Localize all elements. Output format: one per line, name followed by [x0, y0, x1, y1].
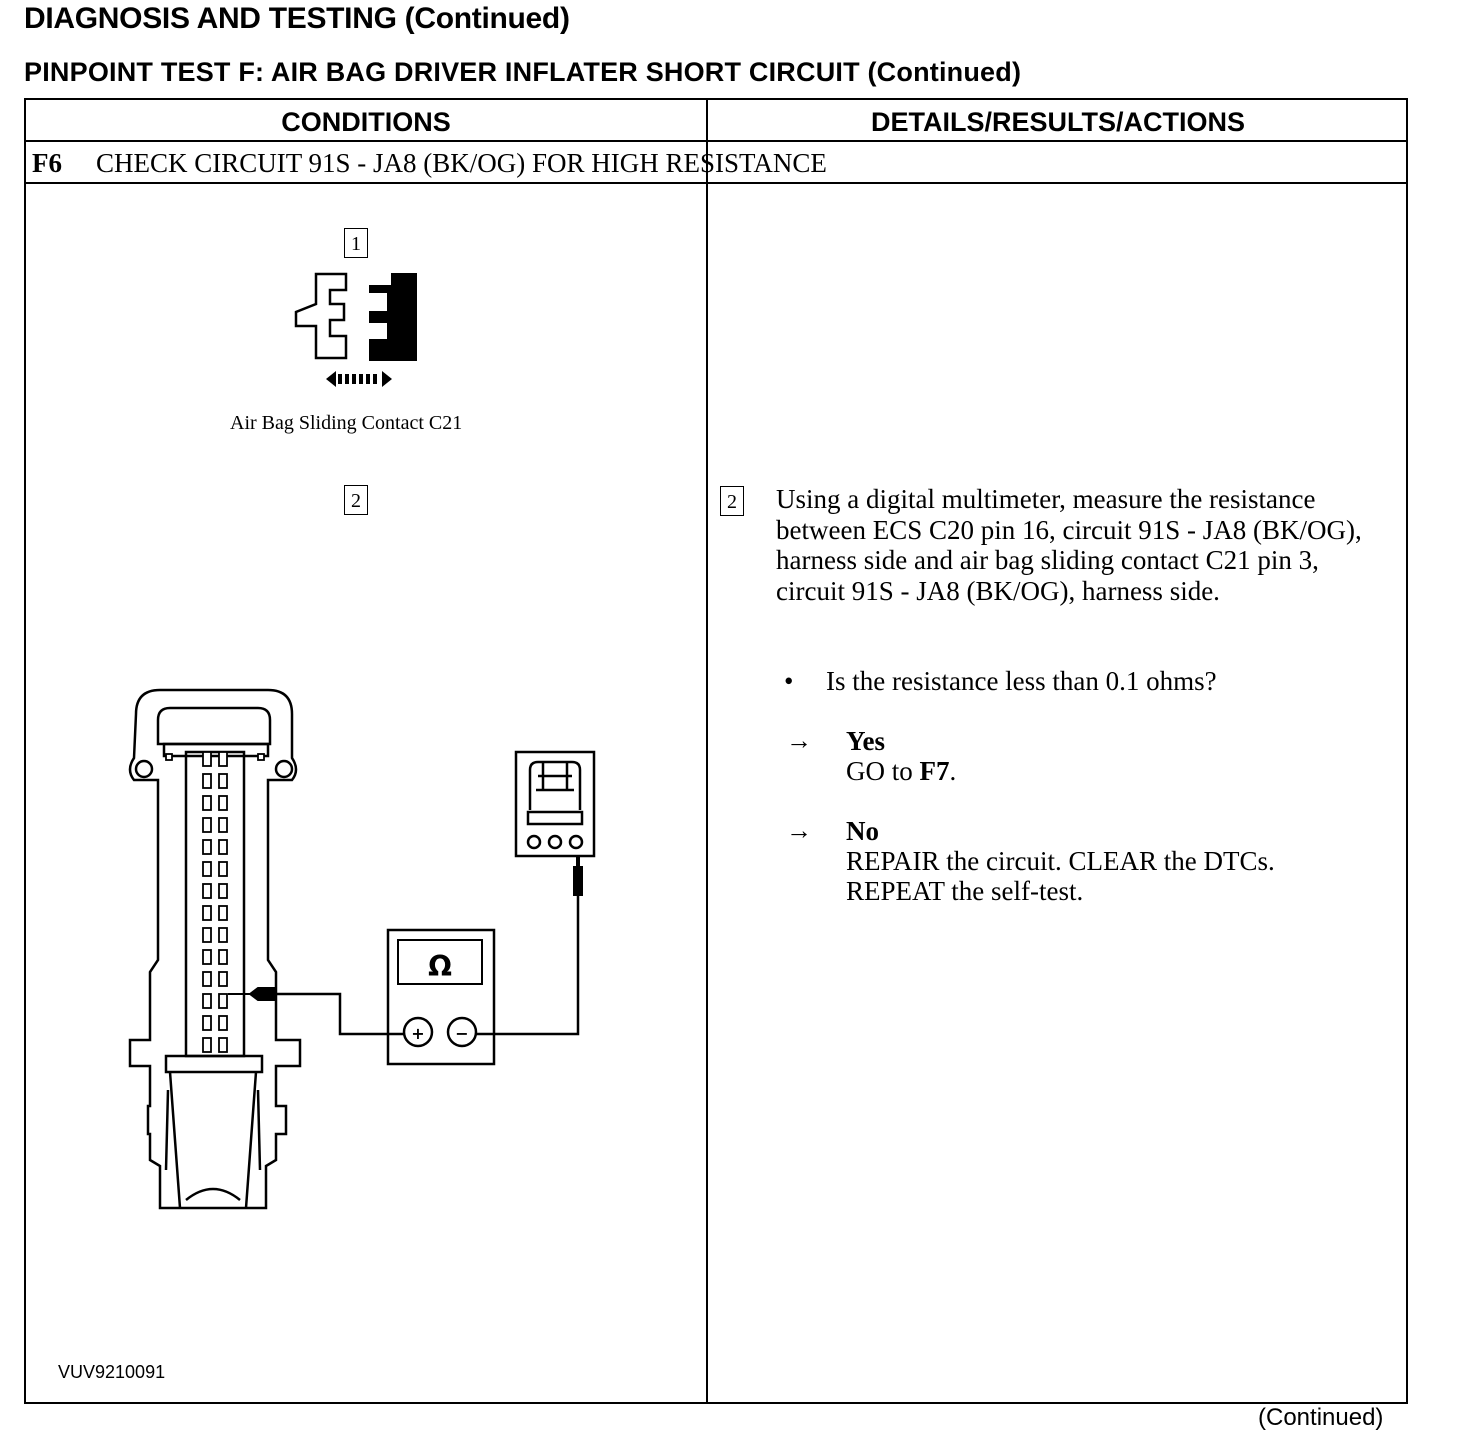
ecs-c20-connector-icon [128, 688, 302, 1210]
step-1-caption: Air Bag Sliding Contact C21 [230, 412, 463, 434]
instruction-text: Using a digital multimeter, measure the … [776, 484, 1362, 606]
question-line: • Is the resistance less than 0.1 ohms? [784, 666, 1217, 696]
column-divider [706, 100, 708, 1402]
details-step-2-box: 2 [720, 486, 744, 516]
no-action-line-2: REPEAT the self-test. [846, 876, 1084, 906]
conditions-column-header: CONDITIONS [281, 107, 451, 137]
bullet: • [784, 666, 794, 696]
yes-action-target: F7 [919, 756, 950, 786]
step-title: CHECK CIRCUIT 91S - JA8 (BK/OG) FOR HIGH… [96, 148, 827, 178]
continued-footer: (Continued) [1258, 1404, 1384, 1431]
yes-action-suffix: . [949, 756, 957, 786]
step-2-box: 2 [344, 485, 368, 515]
question-text: Is the resistance less than 0.1 ohms? [826, 666, 1217, 696]
no-label: No [846, 816, 879, 846]
yes-label: Yes [846, 726, 885, 756]
no-action-line-1: REPAIR the circuit. CLEAR the DTCs. [846, 846, 1275, 876]
yes-action: GO to F7. [846, 756, 956, 786]
yes-arrow-icon: → [786, 726, 812, 755]
connector-pin-grid [165, 751, 265, 1053]
test-leads [276, 896, 580, 1036]
figure-code: VUV9210091 [58, 1362, 166, 1382]
step-title-row: F6 CHECK CIRCUIT 91S - JA8 (BK/OG) FOR HI… [32, 146, 827, 180]
test-subtitle: PINPOINT TEST F: AIR BAG DRIVER INFLATER… [24, 57, 1022, 87]
meter-minus-label: − [455, 1024, 468, 1043]
test-probe-icon [228, 987, 277, 1001]
step-divider [26, 182, 1406, 184]
lead-plug-icon [573, 848, 583, 896]
ohm-symbol: Ω [428, 950, 452, 983]
step-1-box: 1 [344, 228, 368, 258]
digital-multimeter-icon [386, 928, 496, 1066]
sliding-contact-c21-icon [514, 750, 596, 858]
no-body: No REPAIR the circuit. CLEAR the DTCs. R… [846, 816, 1275, 906]
header-divider [26, 140, 1406, 142]
yes-action-prefix: GO to [846, 756, 920, 786]
sliding-contact-connector-icon [294, 272, 417, 361]
page-title: DIAGNOSIS AND TESTING (Continued) [24, 2, 570, 35]
meter-plus-label: + [411, 1024, 424, 1043]
step-id: F6 [32, 148, 62, 178]
disconnect-arrow-icon [326, 371, 392, 387]
no-arrow-icon: → [786, 816, 812, 845]
pinpoint-test-table: CONDITIONS DETAILS/RESULTS/ACTIONS F6 CHE… [24, 98, 1408, 1404]
details-column-header: DETAILS/RESULTS/ACTIONS [870, 107, 1245, 137]
yes-body: Yes GO to F7. [846, 726, 956, 786]
